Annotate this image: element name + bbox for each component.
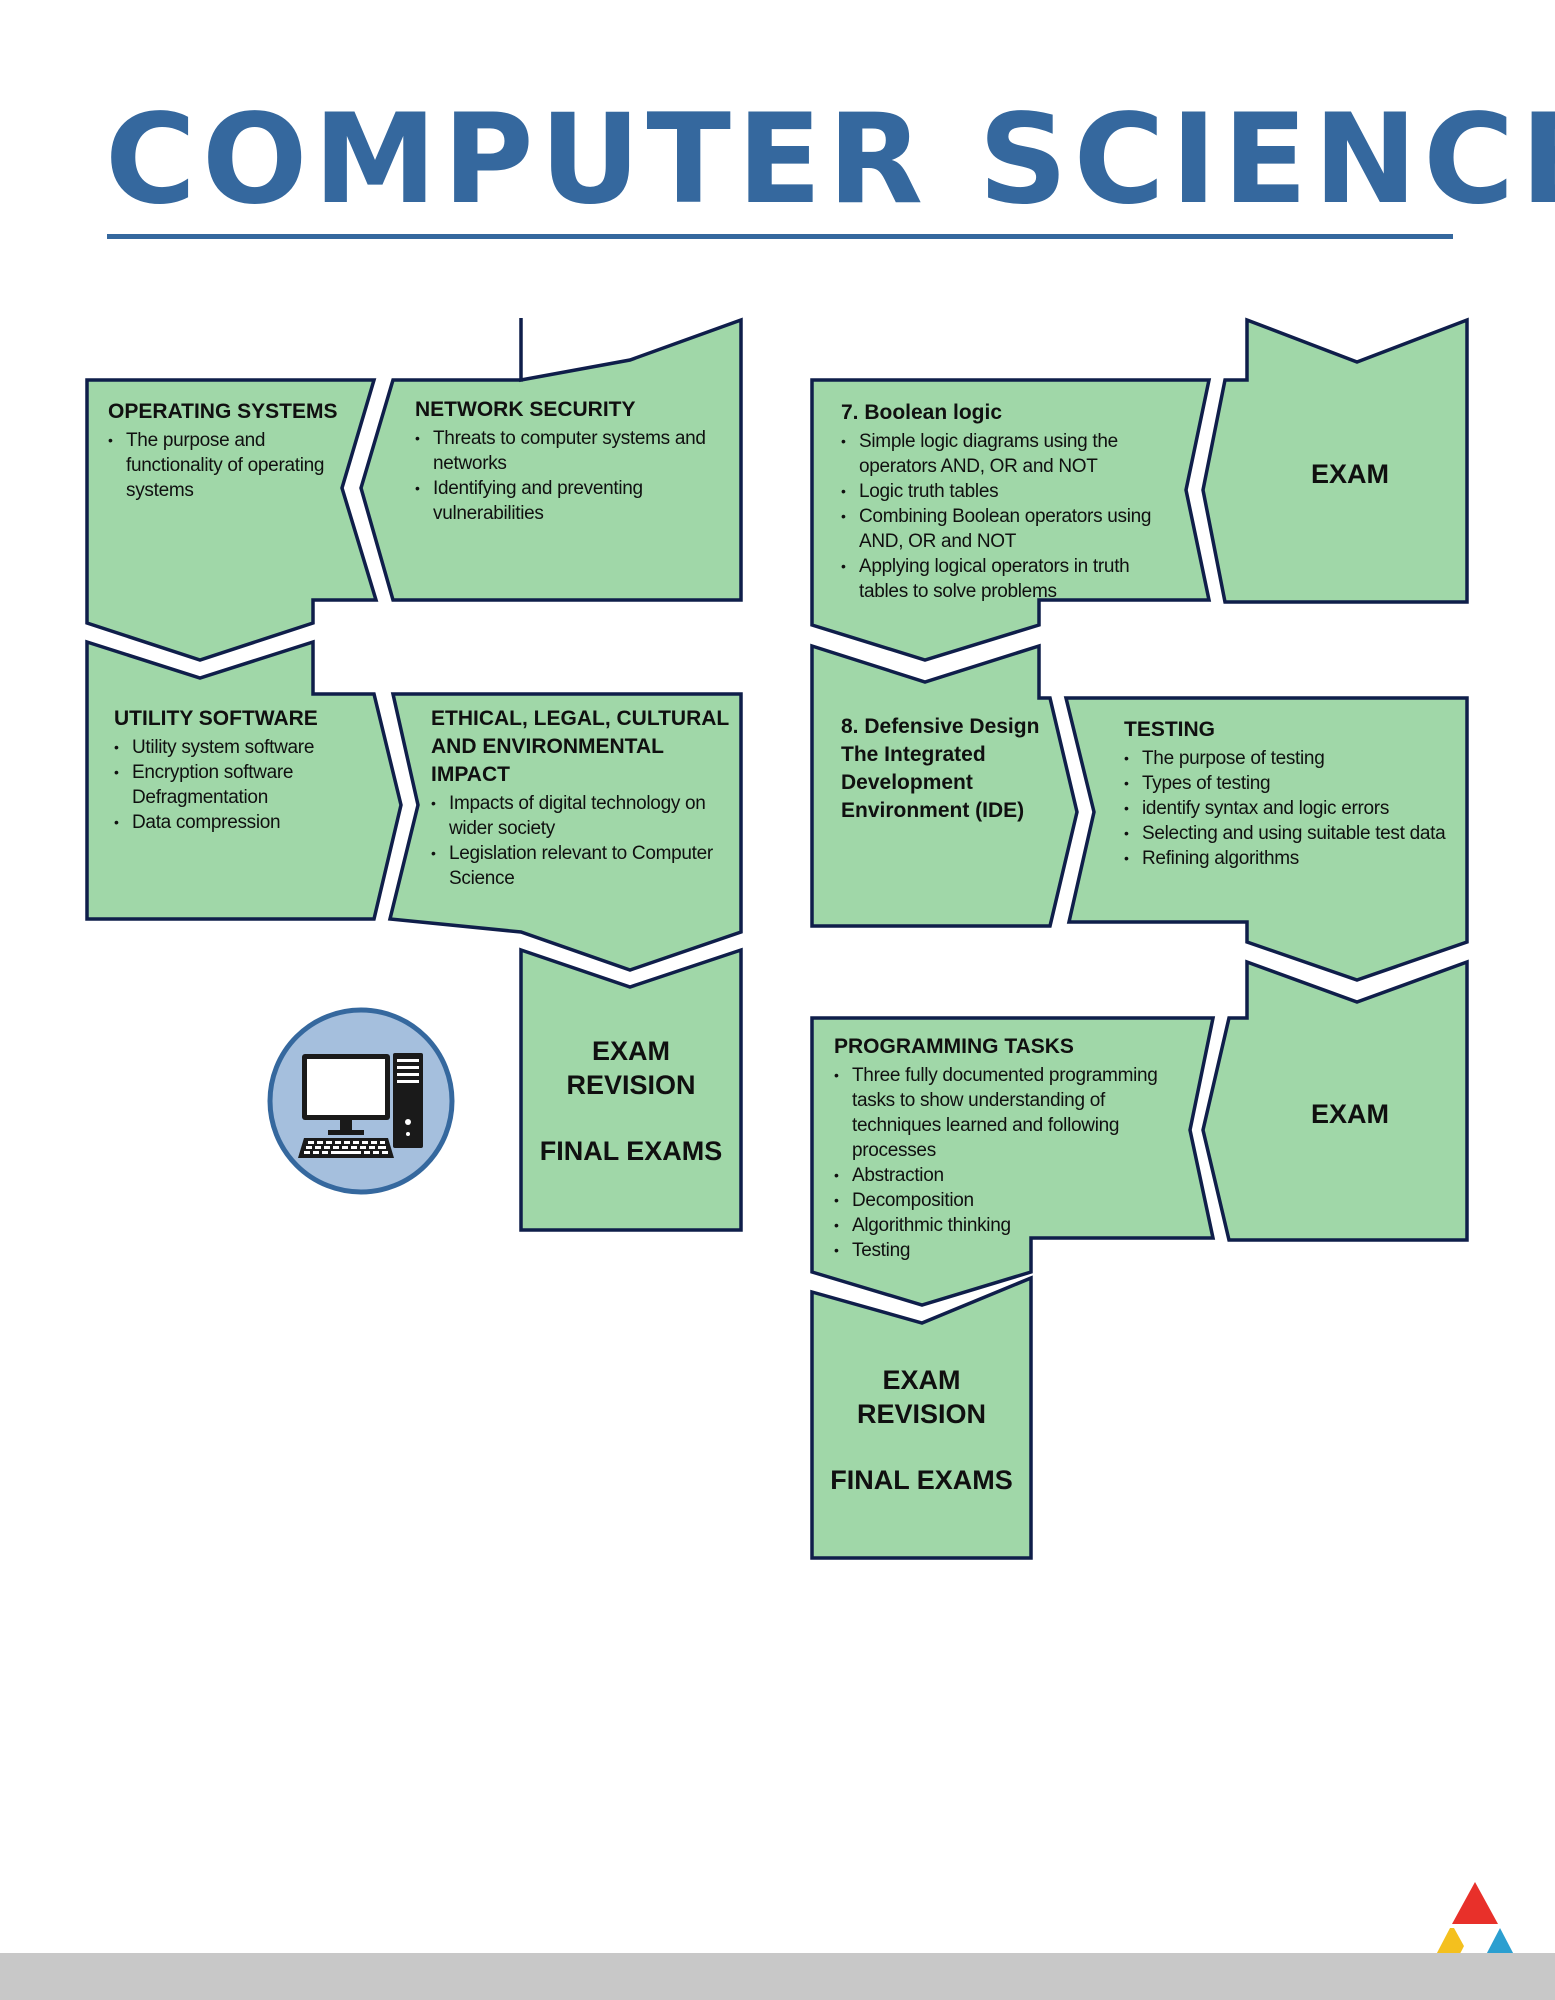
testing-heading: TESTING xyxy=(1124,718,1216,741)
testing-list: The purpose of testing Types of testing … xyxy=(1124,746,1459,871)
exam-mid-shape xyxy=(1201,959,1469,1242)
defensive-design-shape xyxy=(810,643,1079,928)
boolean-logic-box: 7. Boolean logic Simple logic diagrams u… xyxy=(841,399,1176,604)
defensive-design-line3: Development xyxy=(841,771,973,794)
boolean-logic-heading: 7. Boolean logic xyxy=(841,401,1003,424)
utility-software-box: UTILITY SOFTWARE Utility system software… xyxy=(114,705,336,835)
exam-final-right-shape xyxy=(810,1275,1033,1560)
final-exams-label: FINAL EXAMS xyxy=(539,1136,723,1166)
list-item: Refining algorithms xyxy=(1124,846,1459,871)
ethical-heading-line2: AND ENVIRONMENTAL IMPACT xyxy=(431,735,664,786)
list-item: Legislation relevant to Computer Science xyxy=(431,841,736,891)
programming-tasks-box: PROGRAMMING TASKS Three fully documented… xyxy=(834,1033,1182,1263)
list-item: The purpose and functionality of operati… xyxy=(108,428,338,503)
list-item: Abstraction xyxy=(834,1163,1182,1188)
utility-software-heading: UTILITY SOFTWARE xyxy=(114,707,318,730)
list-item: identify syntax and logic errors xyxy=(1124,796,1459,821)
final-exams-label: FINAL EXAMS xyxy=(830,1465,1013,1495)
list-item: Utility system software xyxy=(114,735,336,760)
list-item: Selecting and using suitable test data xyxy=(1124,821,1459,846)
network-security-heading: NETWORK SECURITY xyxy=(415,398,636,421)
exam-final-right-box: EXAM REVISION FINAL EXAMS xyxy=(812,1363,1031,1497)
list-item: Testing xyxy=(834,1238,1182,1263)
network-security-box: NETWORK SECURITY Threats to computer sys… xyxy=(415,396,715,526)
list-item: Data compression xyxy=(114,810,336,835)
list-item: Applying logical operators in truth tabl… xyxy=(841,554,1176,604)
defensive-design-line1: 8. Defensive Design xyxy=(841,715,1040,738)
defensive-design-line2: The Integrated xyxy=(841,743,986,766)
testing-box: TESTING The purpose of testing Types of … xyxy=(1124,716,1459,871)
list-item: Simple logic diagrams using the operator… xyxy=(841,429,1176,479)
network-security-list: Threats to computer systems and networks… xyxy=(415,426,715,526)
operating-systems-list: The purpose and functionality of operati… xyxy=(108,428,338,503)
defensive-design-line4: Environment (IDE) xyxy=(841,799,1025,822)
exam-top-label: EXAM xyxy=(1310,459,1389,489)
revision-label: REVISION xyxy=(856,1399,987,1429)
utility-software-list: Utility system software Encryption softw… xyxy=(114,735,336,835)
programming-tasks-list: Three fully documented programming tasks… xyxy=(834,1063,1182,1263)
ethical-heading-line1: ETHICAL, LEGAL, CULTURAL xyxy=(431,707,730,730)
list-item: Algorithmic thinking xyxy=(834,1213,1182,1238)
defensive-design-box: 8. Defensive Design The Integrated Devel… xyxy=(841,713,1041,825)
list-item: Decomposition xyxy=(834,1188,1182,1213)
revision-label: REVISION xyxy=(566,1070,696,1100)
exam-mid-label: EXAM xyxy=(1310,1099,1389,1129)
page-title: COMPUTER SCIENCE xyxy=(105,88,1555,232)
programming-tasks-heading: PROGRAMMING TASKS xyxy=(834,1035,1074,1058)
list-item: Three fully documented programming tasks… xyxy=(834,1063,1182,1163)
list-item: Combining Boolean operators using AND, O… xyxy=(841,504,1176,554)
list-item: The purpose of testing xyxy=(1124,746,1459,771)
exam-top-shape xyxy=(1201,317,1469,604)
exam-label: EXAM xyxy=(591,1036,670,1066)
operating-systems-heading: OPERATING SYSTEMS xyxy=(108,400,338,423)
operating-systems-box: OPERATING SYSTEMS The purpose and functi… xyxy=(108,398,338,503)
list-item: Logic truth tables xyxy=(841,479,1176,504)
boolean-logic-list: Simple logic diagrams using the operator… xyxy=(841,429,1176,604)
exam-final-left-shape xyxy=(519,947,743,1232)
list-item: Impacts of digital technology on wider s… xyxy=(431,791,736,841)
list-item: Identifying and preventing vulnerabiliti… xyxy=(415,476,715,526)
ethical-list: Impacts of digital technology on wider s… xyxy=(431,791,736,891)
list-item: Types of testing xyxy=(1124,771,1459,796)
exam-label: EXAM xyxy=(882,1365,961,1395)
desktop-computer-icon xyxy=(266,1006,456,1196)
footer-bar xyxy=(0,1953,1555,2000)
ethical-impact-box: ETHICAL, LEGAL, CULTURAL AND ENVIRONMENT… xyxy=(431,705,736,891)
list-item: Encryption software Defragmentation xyxy=(114,760,336,810)
title-underline xyxy=(107,234,1453,239)
list-item: Threats to computer systems and networks xyxy=(415,426,715,476)
exam-final-left-box: EXAM REVISION FINAL EXAMS xyxy=(521,1034,741,1168)
